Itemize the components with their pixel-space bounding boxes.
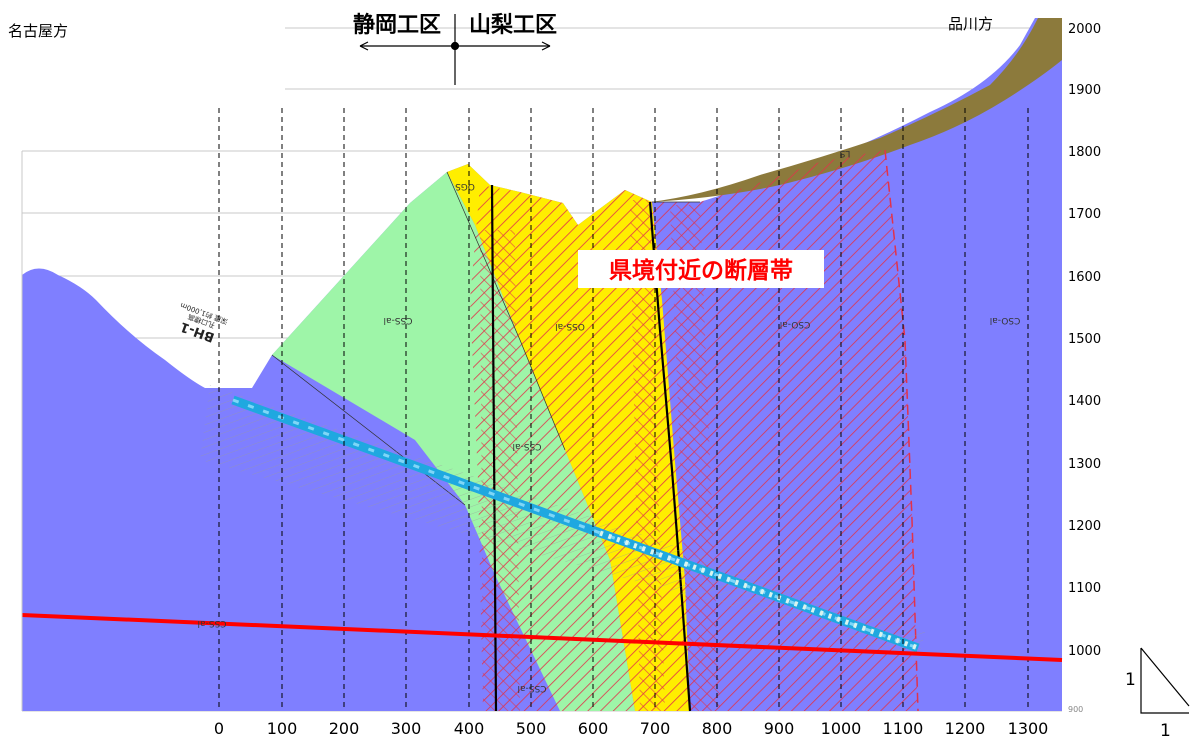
geology-label-css-al-3: CSS-al [198, 618, 227, 628]
scale-ratio-triangle: 1 1 [1125, 647, 1190, 739]
direction-label-nagoya: 名古屋方 [8, 22, 68, 40]
y-tick-label: 1000 [1068, 644, 1101, 659]
fault-zone-label-box [578, 250, 824, 288]
x-tick-label: 500 [516, 719, 547, 738]
geology-label-cso-1: CSO-al [780, 319, 811, 329]
x-tick-label: 100 [267, 719, 298, 738]
y-tick-label: 1700 [1068, 207, 1101, 222]
geology-label-ogs: OGS [455, 181, 475, 191]
section-label-yamanashi: 山梨工区 [469, 13, 557, 38]
y-tick-label: 1600 [1068, 270, 1101, 285]
y-tick-label: 1900 [1068, 83, 1101, 98]
x-tick-label: 600 [578, 719, 609, 738]
x-tick-label: 200 [329, 719, 360, 738]
section-label-shizuoka: 静岡工区 [353, 12, 441, 38]
fault-zone-label: 県境付近の断層帯 [609, 257, 793, 284]
fault-zone-border-right [884, 149, 919, 712]
x-tick-label: 900 [764, 719, 795, 738]
y-tick-label: 1800 [1068, 145, 1101, 160]
distance-gridlines [218, 108, 1029, 711]
y-tick-label: 1400 [1068, 394, 1101, 409]
brown-rock-unit [650, 18, 1062, 202]
geology-label-oss: OSS-al [555, 321, 585, 331]
x-tick-label: 400 [454, 719, 485, 738]
y-tick-label: 1500 [1068, 332, 1101, 347]
distance-axis: 0 100 200 300 400 500 600 700 800 900 10… [214, 719, 1048, 738]
borehole-label-group: BH-1 孔口標高 深度 約1,000m [178, 301, 229, 345]
y-tick-label: 1300 [1068, 457, 1101, 472]
scale-horizontal-label: 1 [1160, 721, 1171, 739]
scale-vertical-label: 1 [1125, 670, 1136, 690]
x-tick-label: 0 [214, 719, 224, 738]
borehole-bh1 [200, 385, 925, 660]
elevation-axis: 2000 1900 1800 1700 1600 1500 1400 1300 … [1068, 22, 1101, 714]
geology-label-css-al-2: CSS-al [513, 441, 542, 451]
geology-label-ls: LS [839, 148, 850, 158]
geology-label-css-al-1: CSS-al [384, 315, 413, 325]
x-tick-label: 1000 [821, 719, 862, 738]
y-tick-label: 1200 [1068, 519, 1101, 534]
x-tick-label: 300 [391, 719, 422, 738]
y-tick-label: 900 [1068, 705, 1083, 714]
section-divider [359, 14, 551, 85]
fault-line-left [490, 184, 498, 712]
tunnel-alignment-line [21, 613, 1063, 662]
direction-label-shinagawa: 品川方 [948, 15, 993, 33]
y-tick-label: 2000 [1068, 22, 1101, 37]
geology-label-css-al-4: CSS-al [518, 683, 547, 693]
x-tick-label: 1300 [1008, 719, 1049, 738]
x-tick-label: 1200 [945, 719, 986, 738]
geology-label-cso-2: CSO-al [990, 315, 1021, 325]
x-tick-label: 800 [702, 719, 733, 738]
x-tick-label: 1100 [883, 719, 924, 738]
x-tick-label: 700 [640, 719, 671, 738]
y-tick-label: 1100 [1068, 581, 1101, 596]
